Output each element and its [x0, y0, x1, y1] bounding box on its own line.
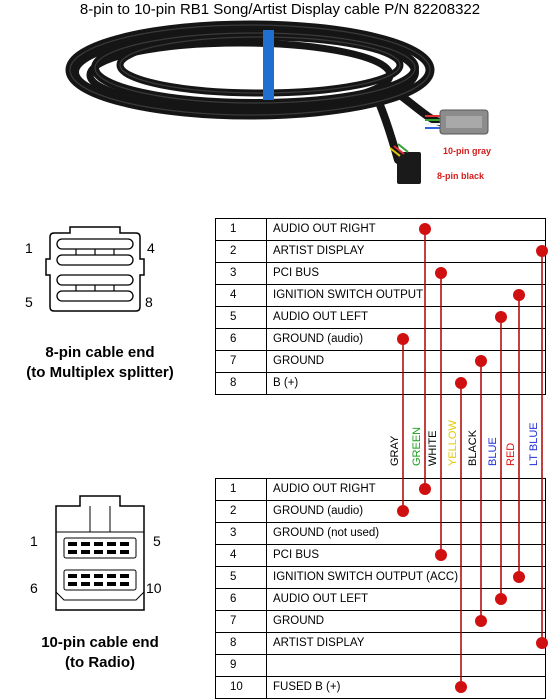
- ten-pin-pin-label: GROUND (not used): [266, 522, 546, 545]
- wire-color-label: WHITE: [427, 430, 439, 466]
- eight-pin-label-8: 8: [145, 294, 153, 310]
- wire-terminal-dot: [495, 311, 507, 323]
- wire-terminal-dot: [419, 223, 431, 235]
- wire-terminal-dot: [536, 637, 548, 649]
- ten-pin-pin-number: 10: [215, 676, 267, 699]
- wire-terminal-dot: [475, 355, 487, 367]
- ten-pin-caption-line2: (to Radio): [65, 654, 135, 671]
- wire-terminal-dot: [397, 333, 409, 345]
- ten-pin-label-5: 5: [153, 533, 161, 549]
- wire-terminal-dot: [435, 267, 447, 279]
- wire-terminal-dot: [536, 245, 548, 257]
- wire-terminal-dot: [397, 505, 409, 517]
- ten-pin-pin-label: IGNITION SWITCH OUTPUT (ACC): [266, 566, 546, 589]
- wire-color-label: GREEN: [411, 426, 423, 466]
- wire-color-label: YELLOW: [447, 420, 459, 466]
- eight-pin-label-5: 5: [25, 294, 33, 310]
- ten-pin-caption-line1: 10-pin cable end: [41, 634, 159, 651]
- eight-pin-caption-line1: 8-pin cable end: [45, 344, 155, 361]
- ten-pin-label-6: 6: [30, 580, 38, 596]
- wire-terminal-dot: [475, 615, 487, 627]
- wire-color-label: GRAY: [389, 435, 401, 466]
- eight-pin-label-1: 1: [25, 240, 33, 256]
- wire-terminal-dot: [435, 549, 447, 561]
- cable-photo: [65, 20, 489, 184]
- ten-pin-connector-diagram: [55, 495, 145, 611]
- wire-terminal-dot: [419, 483, 431, 495]
- wire-color-label: RED: [505, 442, 517, 466]
- eight-pin-pin-label: IGNITION SWITCH OUTPUT: [266, 284, 546, 307]
- wire-color-label: BLACK: [467, 429, 479, 466]
- eight-pin-label-4: 4: [147, 240, 155, 256]
- ten-pin-label-10: 10: [146, 580, 162, 596]
- wire-terminal-dot: [455, 681, 467, 693]
- eight-pin-connector-diagram: [45, 226, 145, 312]
- wire-terminal-dot: [513, 289, 525, 301]
- wire-color-label: BLUE: [487, 437, 499, 466]
- wire-terminal-dot: [495, 593, 507, 605]
- ten-pin-pin-label: FUSED B (+): [266, 676, 546, 699]
- ten-pin-pin-label: AUDIO OUT RIGHT: [266, 478, 546, 501]
- ten-pin-label-1: 1: [30, 533, 38, 549]
- wire-color-label: LT BLUE: [528, 422, 540, 466]
- wire-terminal-dot: [455, 377, 467, 389]
- eight-pin-caption-line2: (to Multiplex splitter): [26, 364, 174, 381]
- page-title: 8-pin to 10-pin RB1 Song/Artist Display …: [79, 1, 481, 18]
- eight-pin-photo-tag: 8-pin black: [437, 171, 485, 181]
- eight-pin-pin-label: B (+): [266, 372, 546, 395]
- wire-terminal-dot: [513, 571, 525, 583]
- ten-pin-photo-tag: 10-pin gray: [443, 146, 492, 156]
